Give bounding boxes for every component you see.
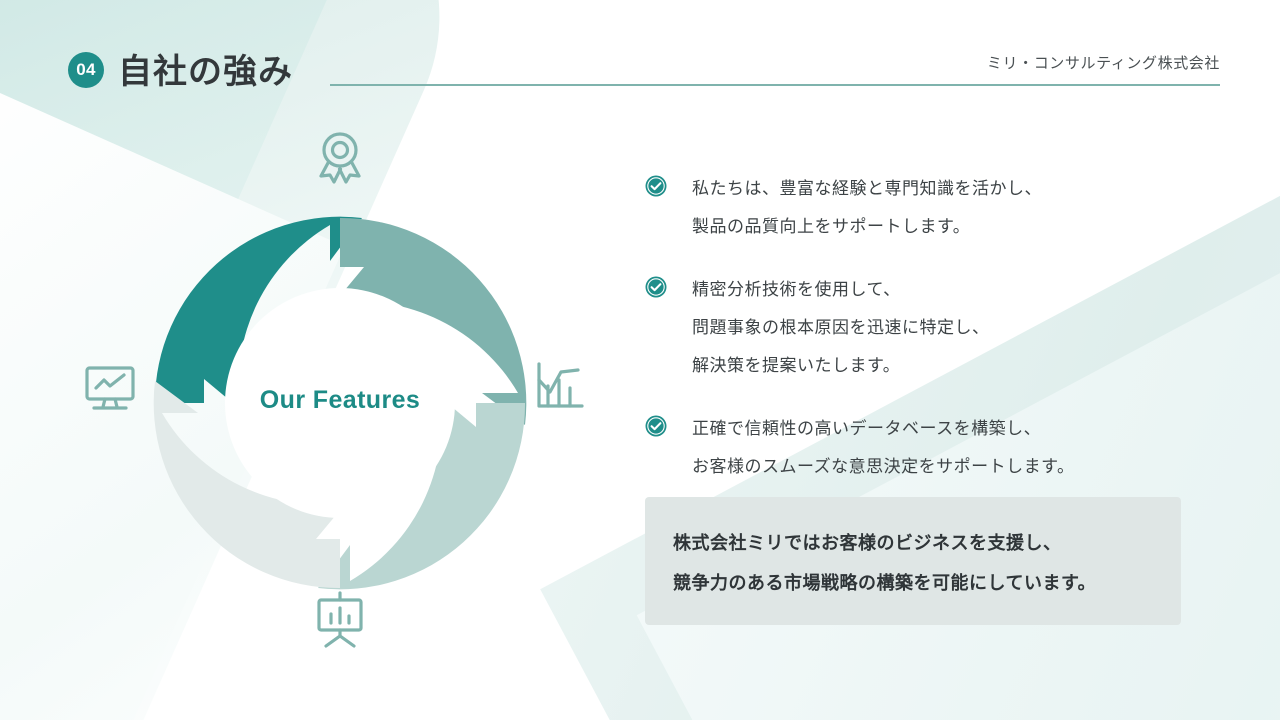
bullet-text: 精密分析技術を使用して、 問題事象の根本原因を迅速に特定し、 解決策を提案いたし… — [692, 271, 1205, 385]
bullet-item: 私たちは、豊富な経験と専門知識を活かし、 製品の品質向上をサポートします。 — [645, 170, 1205, 246]
check-circle-icon — [645, 276, 667, 298]
check-circle-icon — [645, 175, 667, 197]
bullet-line: 私たちは、豊富な経験と専門知識を活かし、 — [692, 179, 1042, 198]
award-badge-icon — [310, 126, 370, 186]
bullet-item: 正確で信頼性の高いデータベースを構築し、 お客様のスムーズな意思決定をサポートし… — [645, 410, 1205, 486]
bullet-line: 正確で信頼性の高いデータベースを構築し、 — [692, 419, 1042, 438]
section-number-badge: 04 — [68, 52, 104, 88]
callout-line: 株式会社ミリではお客様のビジネスを支援し、 — [673, 533, 1062, 553]
summary-callout-box: 株式会社ミリではお客様のビジネスを支援し、 競争力のある市場戦略の構築を可能にし… — [645, 497, 1181, 625]
bar-chart-trend-icon — [530, 358, 588, 416]
title-underline-rule — [330, 84, 1220, 86]
bullet-line: お客様のスムーズな意思決定をサポートします。 — [692, 457, 1075, 476]
callout-line: 競争力のある市場戦略の構築を可能にしています。 — [673, 573, 1097, 593]
bullet-text: 正確で信頼性の高いデータベースを構築し、 お客様のスムーズな意思決定をサポートし… — [692, 410, 1205, 486]
features-cycle-diagram: Our Features — [60, 118, 620, 688]
bullet-line: 解決策を提案いたします。 — [692, 356, 901, 375]
bullet-line: 問題事象の根本原因を迅速に特定し、 — [692, 318, 990, 337]
presentation-board-icon — [310, 590, 370, 650]
bullet-line: 製品の品質向上をサポートします。 — [692, 217, 971, 236]
bullet-line: 精密分析技術を使用して、 — [692, 280, 901, 299]
check-circle-icon — [645, 415, 667, 437]
features-bullet-list: 私たちは、豊富な経験と専門知識を活かし、 製品の品質向上をサポートします。 精密… — [645, 170, 1205, 511]
monitor-line-chart-icon — [80, 358, 140, 418]
page-title: 自社の強み — [118, 53, 293, 91]
company-name: ミリ・コンサルティング株式会社 — [986, 55, 1220, 72]
bullet-item: 精密分析技術を使用して、 問題事象の根本原因を迅速に特定し、 解決策を提案いたし… — [645, 271, 1205, 385]
bullet-text: 私たちは、豊富な経験と専門知識を活かし、 製品の品質向上をサポートします。 — [692, 170, 1205, 246]
slide-header: 04 自社の強み ミリ・コンサルティング株式会社 — [0, 0, 1280, 110]
